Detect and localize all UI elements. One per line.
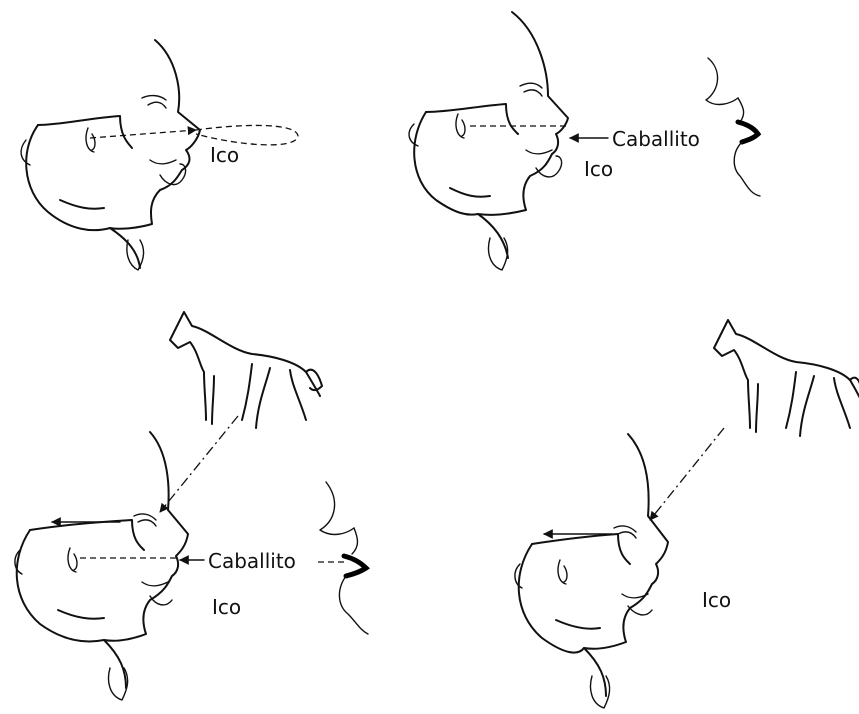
horse-4: [713, 319, 859, 437]
panel-2: Caballito Ico: [408, 11, 762, 271]
sound-line-1: [89, 126, 197, 139]
panel-1: Ico: [20, 39, 299, 271]
speaker-mouth-3: [319, 481, 370, 635]
label-ico-2: Ico: [584, 157, 613, 181]
speaker-mouth-2: [705, 57, 762, 197]
panel-4: Ico: [514, 319, 859, 709]
head-profile-1: [20, 39, 201, 271]
horse-3: [169, 311, 323, 429]
visual-line-3: [159, 415, 239, 513]
label-ico-3: Ico: [212, 595, 241, 619]
speech-balloon-1: [195, 124, 299, 146]
label-caballito-3: Caballito: [208, 549, 296, 573]
head-profile-3: [14, 431, 189, 701]
label-caballito-2: Caballito: [612, 127, 700, 151]
label-ico-1: Ico: [210, 143, 239, 167]
label-ico-4: Ico: [702, 588, 731, 612]
panel-3: Caballito Ico: [14, 311, 370, 701]
visual-line-4: [649, 427, 725, 521]
head-profile-4: [514, 433, 669, 709]
head-profile-2: [408, 11, 569, 271]
